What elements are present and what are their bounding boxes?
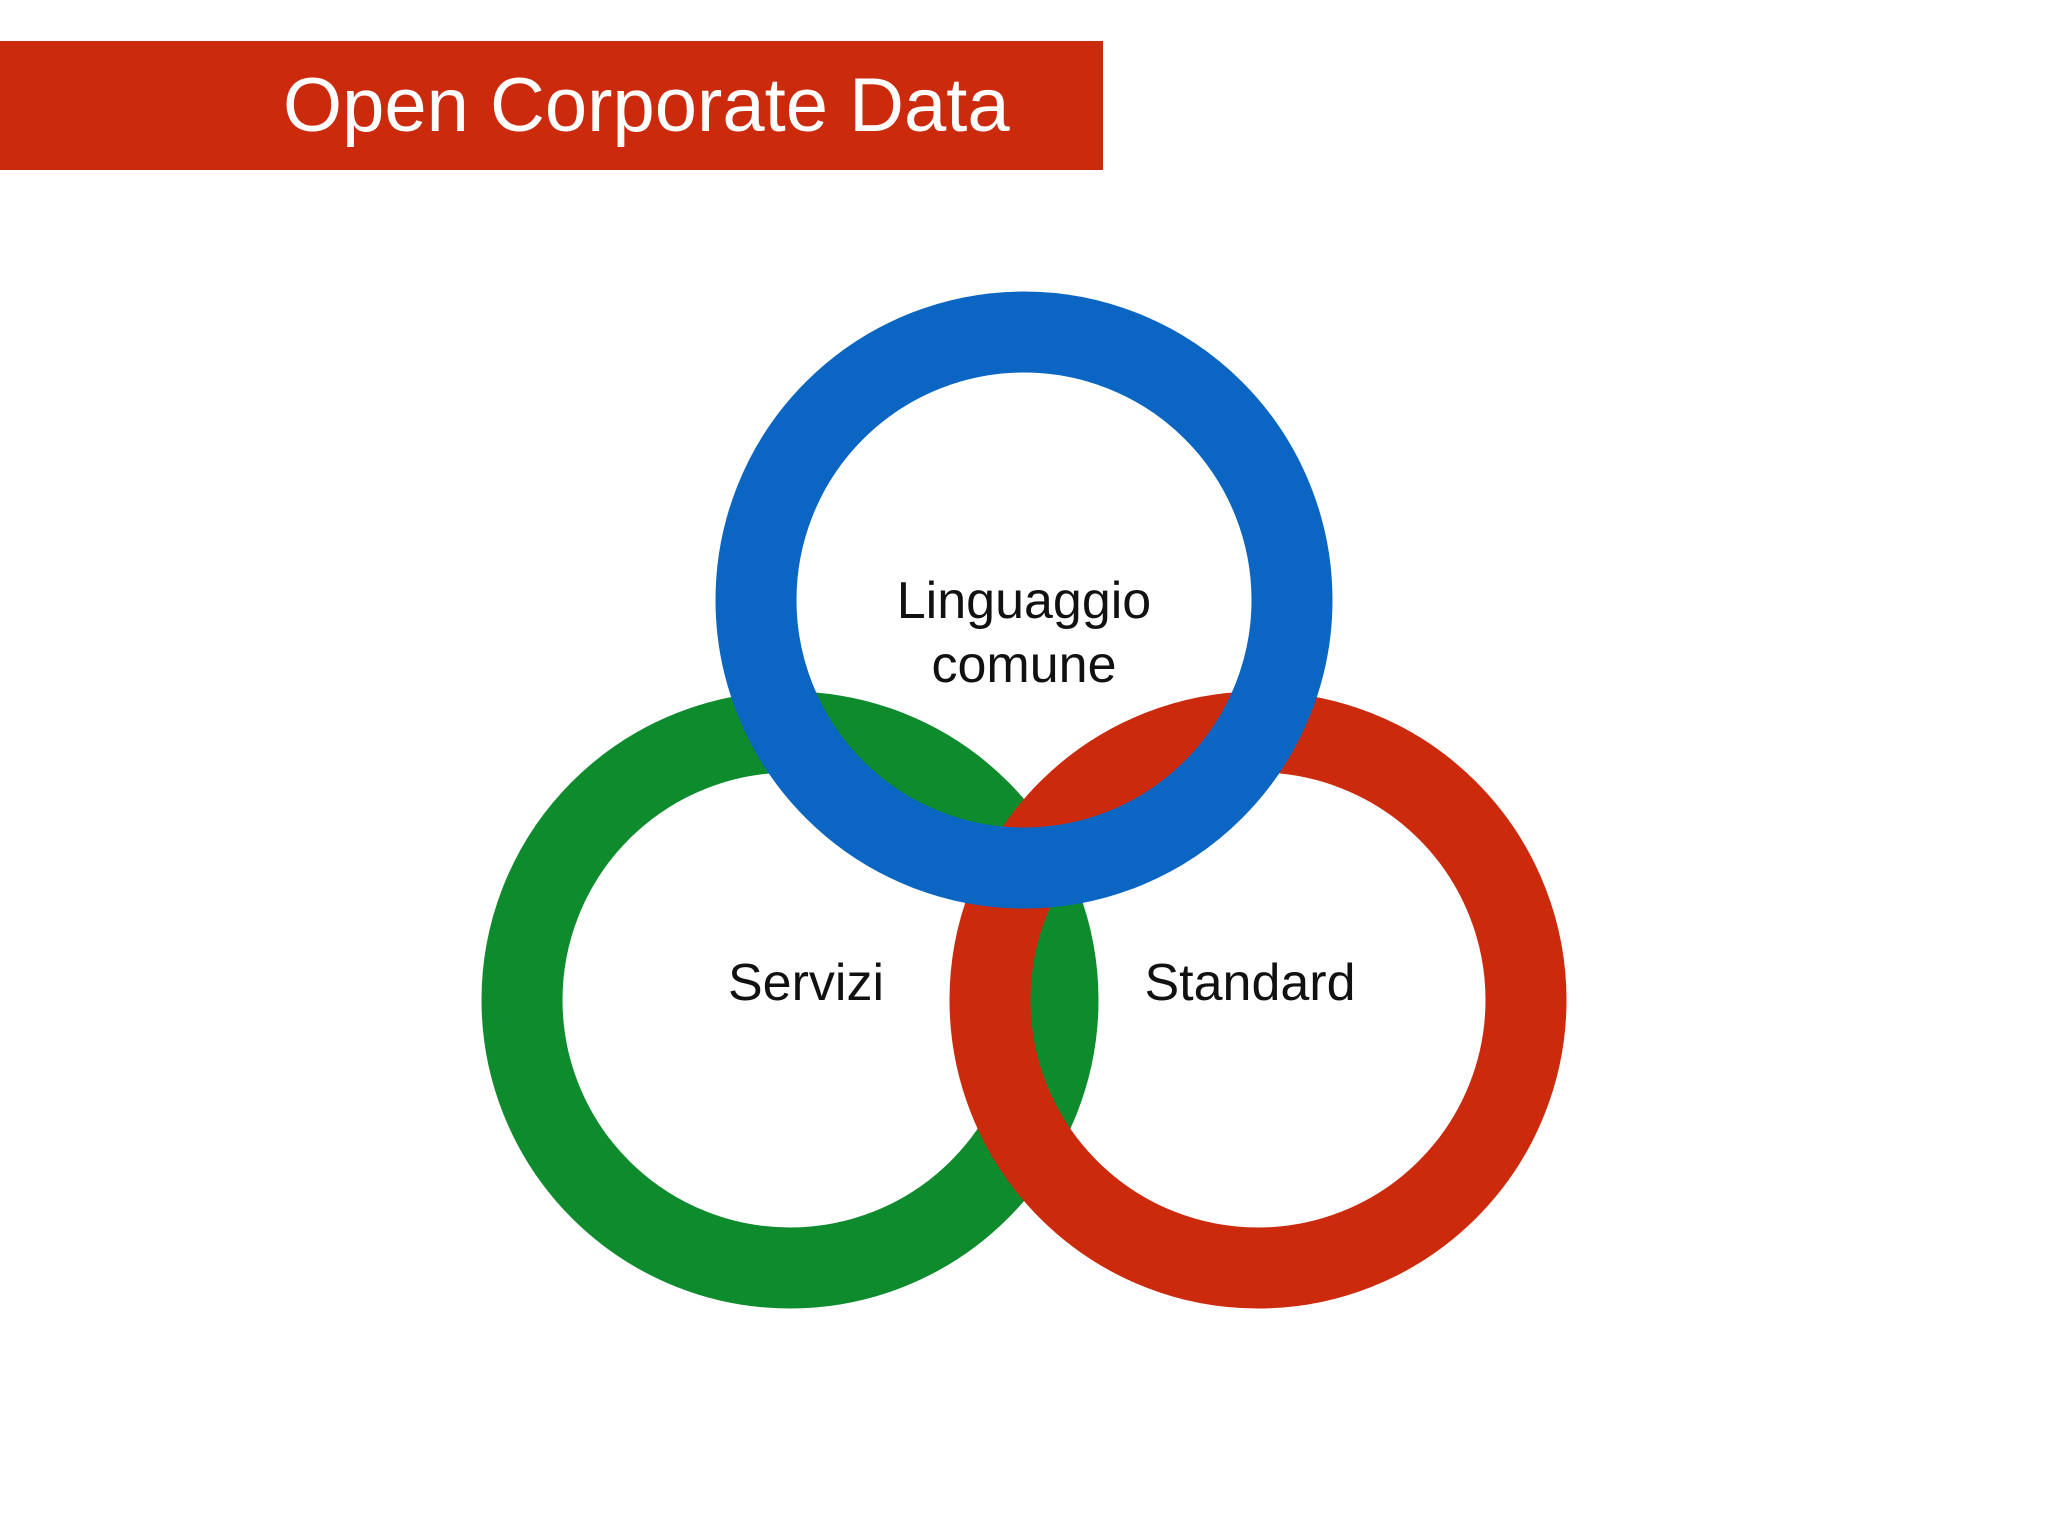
ring-label-standard: Standard <box>1144 954 1355 1012</box>
ring-label-servizi: Servizi <box>728 954 884 1012</box>
ring-label-linguaggio-line2: comune <box>932 636 1117 694</box>
ring-label-linguaggio-line1: Linguaggio <box>897 572 1151 630</box>
page-title: Open Corporate Data <box>283 62 1010 148</box>
title-banner: Open Corporate Data <box>0 41 1103 170</box>
ring-linguaggio-comune[interactable] <box>715 291 1333 909</box>
